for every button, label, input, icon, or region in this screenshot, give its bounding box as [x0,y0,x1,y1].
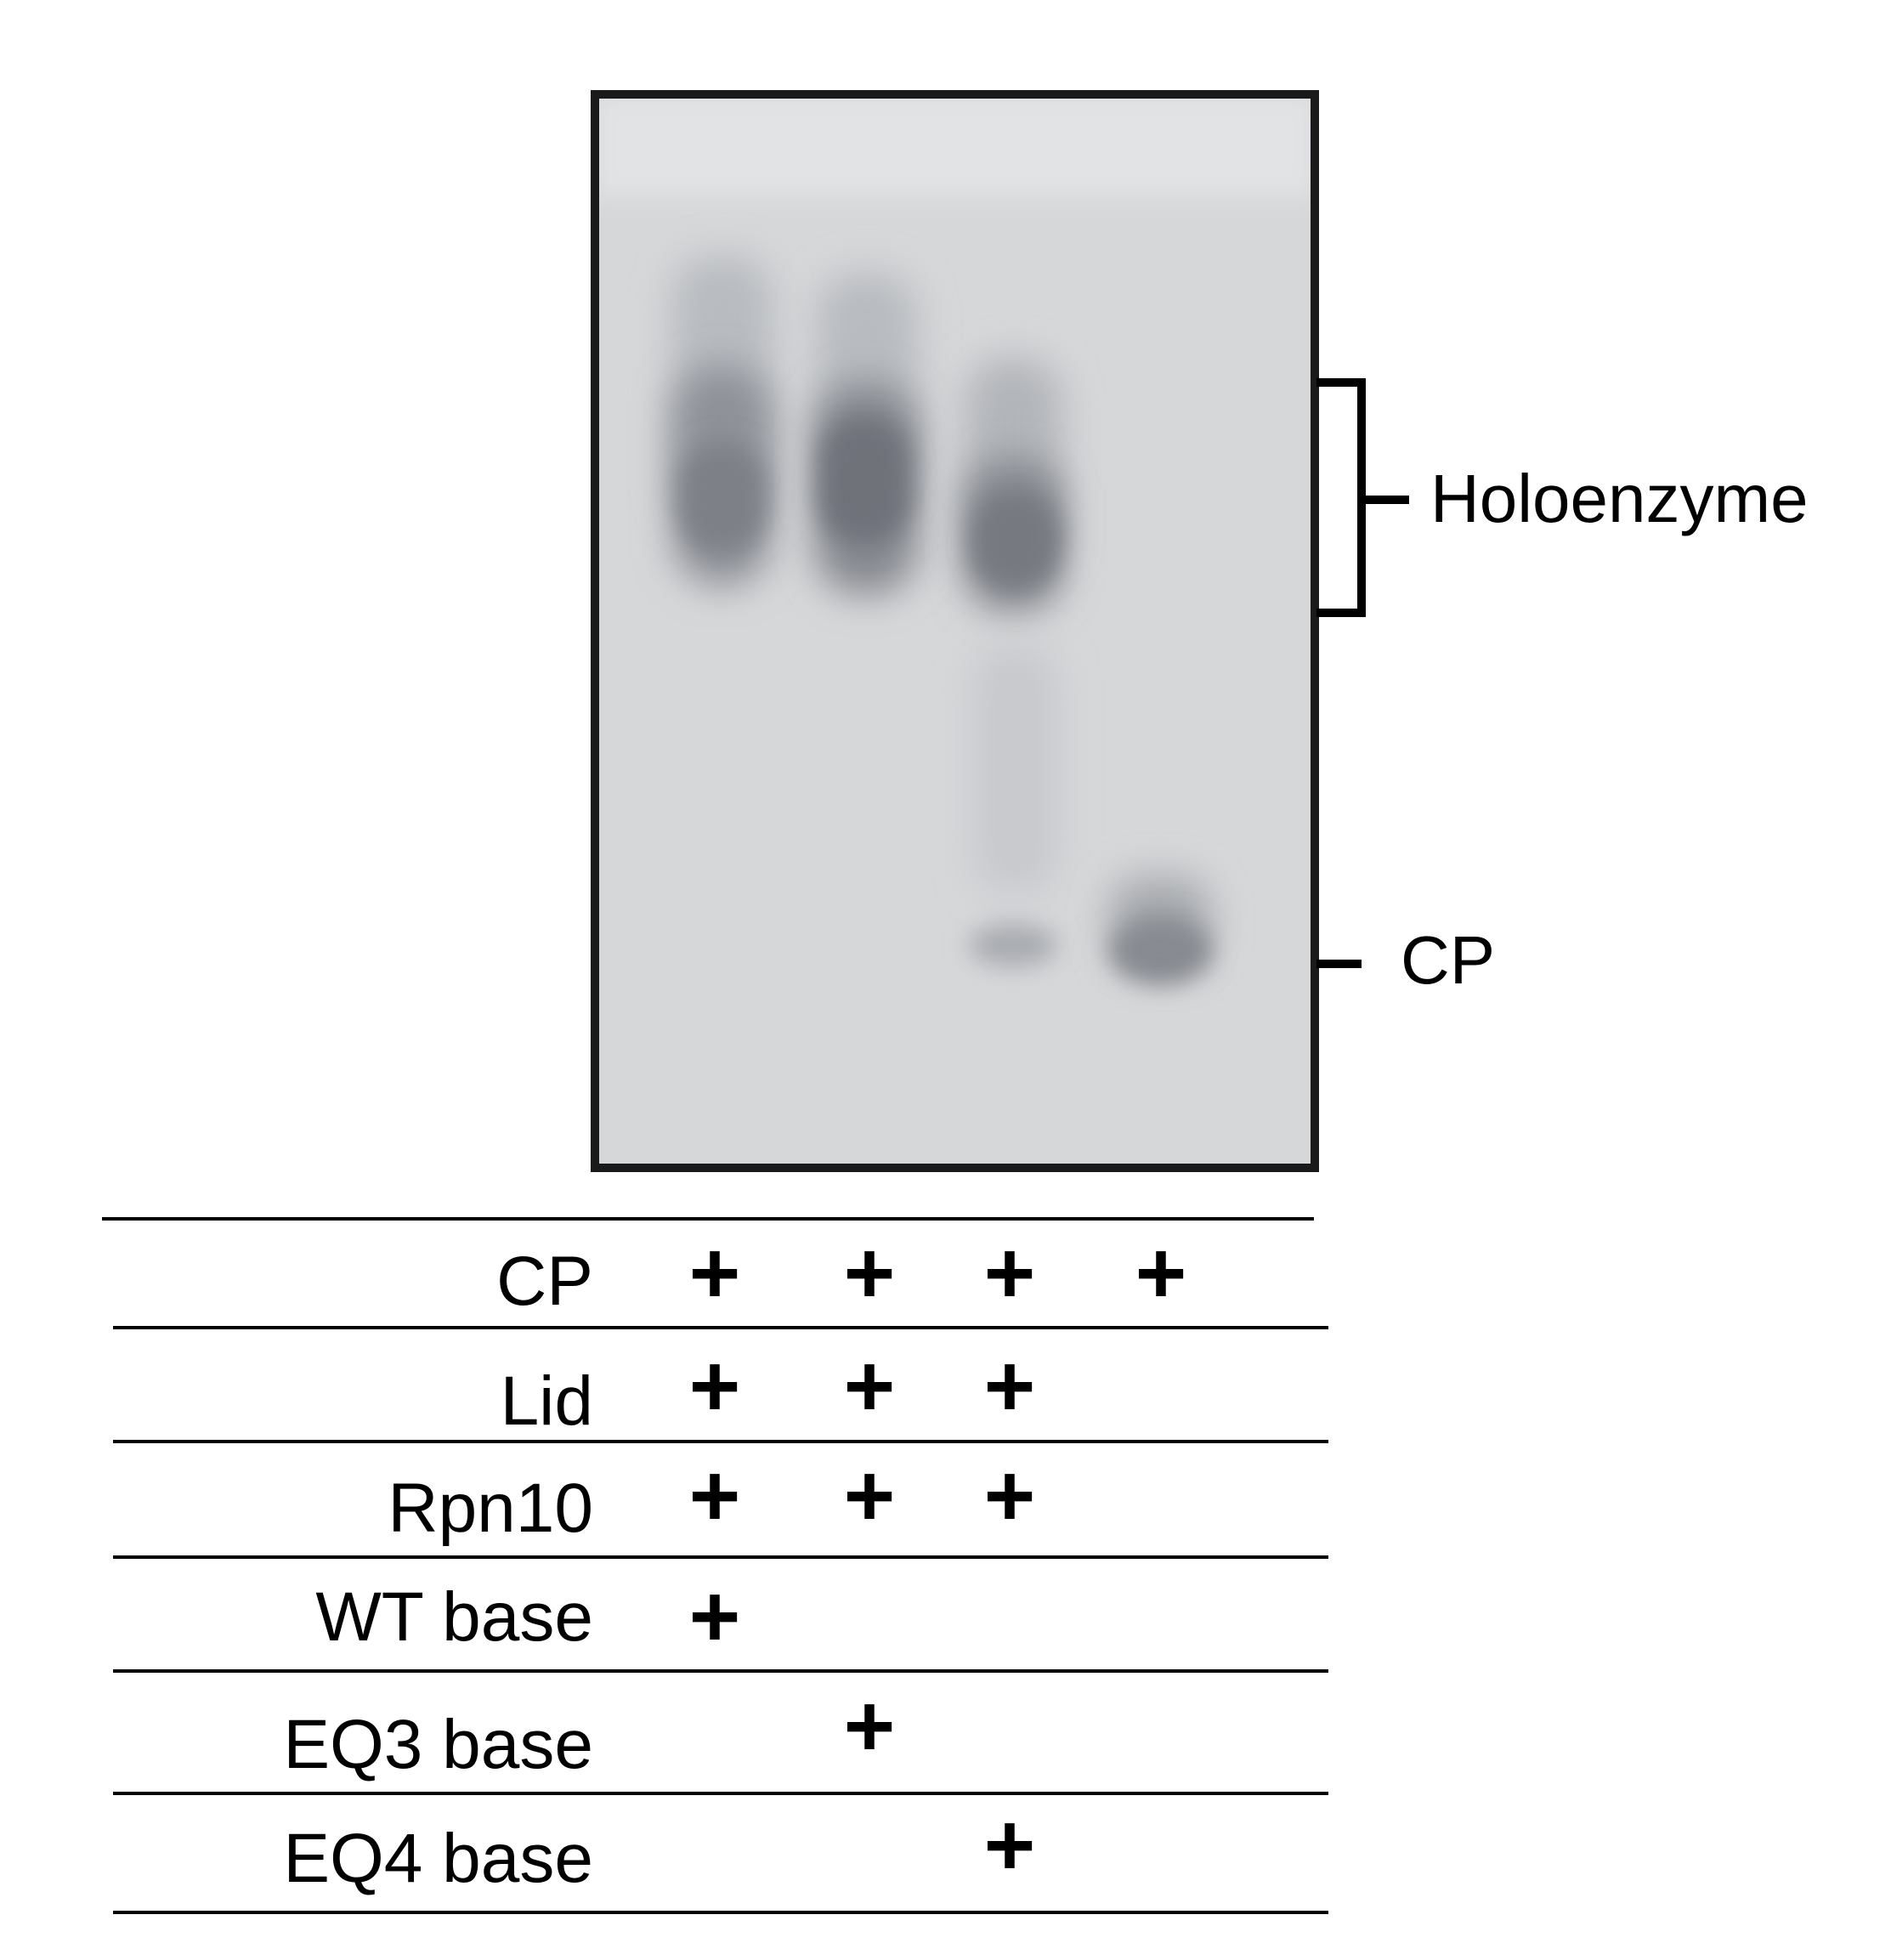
table-row-eq3-base: EQ3 base + [283,1677,895,1783]
plus-mark: + [1135,1224,1187,1323]
row-label-eq4-base: EQ4 base [283,1820,593,1897]
plus-mark: + [984,1447,1036,1545]
row-label-cp: CP [496,1243,593,1320]
plus-mark: + [689,1567,741,1666]
table-row-wt-base: WT base + [315,1567,740,1666]
lane-4-cp-band [1109,875,1212,984]
cp-marker: CP [1316,922,1495,998]
gel-panel [591,90,1319,1172]
gel-border [591,90,1319,1172]
holoenzyme-marker: Holoenzyme [1316,378,1809,617]
row-label-eq3-base: EQ3 base [283,1706,593,1783]
table-dividers [102,1217,1328,1914]
plus-mark: + [984,1796,1036,1895]
gel-well-glow [595,94,1315,196]
holoenzyme-label: Holoenzyme [1430,461,1809,536]
plus-mark: + [689,1447,741,1545]
table-row-eq4-base: EQ4 base + [283,1796,1035,1897]
gel-background [595,94,1315,1168]
table-row-rpn10: Rpn10 + + + [388,1447,1035,1547]
row-label-rpn10: Rpn10 [388,1470,593,1547]
table-row-lid: Lid + + + [501,1337,1036,1440]
condition-table: CP + + + + Lid + + + Rpn10 + + + WT base… [102,1217,1328,1914]
table-row-cp: CP + + + + [496,1224,1186,1323]
plus-mark: + [844,1337,896,1436]
lane-3-cp-band [969,923,1057,967]
cp-marker-label: CP [1401,922,1495,998]
plus-mark: + [984,1224,1036,1323]
holoenzyme-bracket [1316,378,1409,617]
gel-bands [595,94,1315,984]
lane-1-holoenzyme-band [671,255,773,586]
plus-mark: + [689,1337,741,1436]
plus-mark: + [984,1337,1036,1436]
lane-2-holoenzyme-band [814,272,918,595]
plus-mark: + [844,1224,896,1323]
row-label-wt-base: WT base [315,1578,593,1656]
plus-mark: + [689,1224,741,1323]
plus-mark: + [844,1447,896,1545]
row-label-lid: Lid [501,1362,593,1440]
plus-mark: + [844,1677,896,1776]
lane-3-holoenzyme-band [965,357,1062,892]
